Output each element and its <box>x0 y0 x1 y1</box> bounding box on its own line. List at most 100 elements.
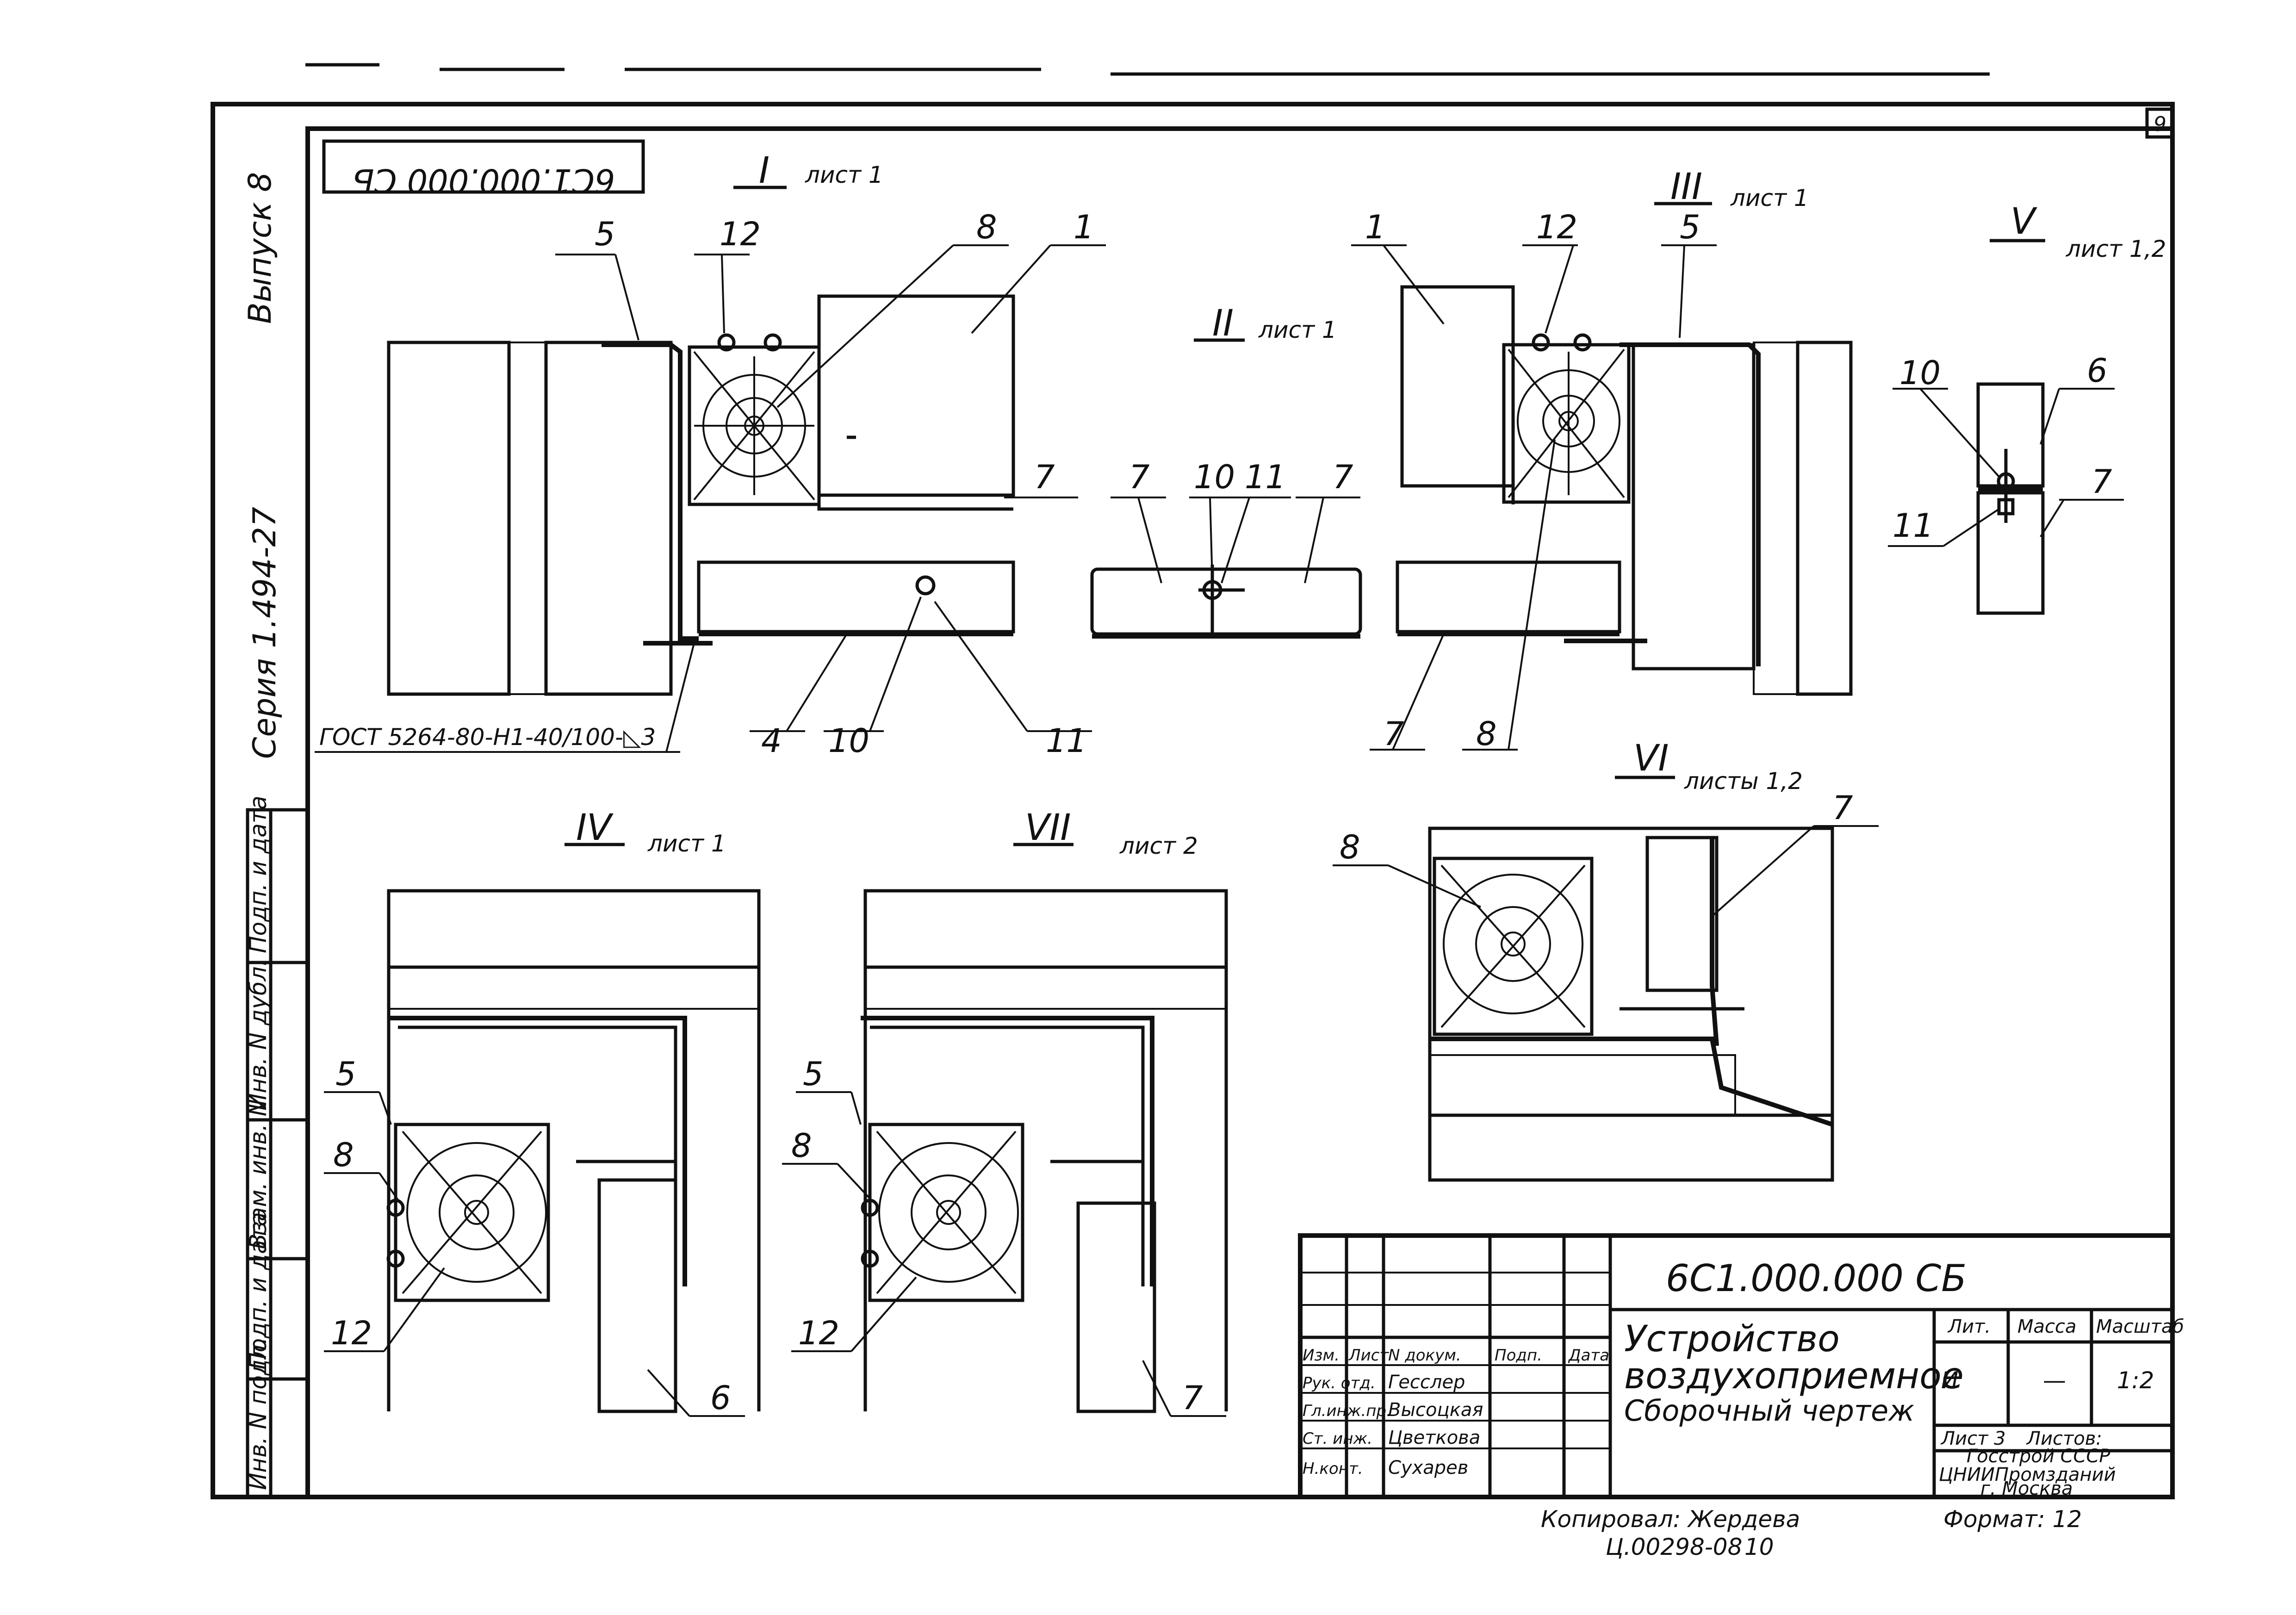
title-line-2: воздухоприемное <box>1624 1355 1964 1397</box>
weld-note: ГОСТ 5264-80-Н1-40/100-◺3 <box>319 724 656 751</box>
view-I-wall <box>387 341 511 696</box>
view-VI-title: VI <box>1633 738 1669 779</box>
v4-callout-5: 5 <box>335 1055 356 1093</box>
top-margin-lines <box>305 63 1990 76</box>
view-VII: VII лист 2 5 8 12 7 <box>782 807 1228 1417</box>
view-II-title: II <box>1212 303 1234 344</box>
th-list: Лист <box>1348 1346 1389 1365</box>
th-doc: N докум. <box>1388 1346 1461 1365</box>
view-I: I лист 1 5 12 <box>315 150 1106 760</box>
mass-value: — <box>2043 1367 2066 1394</box>
v1-callout-12: 12 <box>720 215 761 253</box>
edge-col-5: Подп. и дата <box>245 795 272 953</box>
order-number: Ц.00298-08 <box>1606 1534 1742 1560</box>
name-1: Гесслер <box>1388 1372 1465 1393</box>
org-line-1: Госстрой СССР <box>1967 1446 2110 1467</box>
v3-callout-8: 8 <box>1476 715 1497 753</box>
v1-callout-1: 1 <box>1074 208 1094 246</box>
v7-callout-5: 5 <box>803 1055 824 1093</box>
v4-callout-6: 6 <box>710 1379 731 1417</box>
copied-by: Копировал: Жердева <box>1541 1506 1800 1533</box>
v2-callout-11: 11 <box>1245 458 1286 496</box>
role-1: Рук. отд. <box>1303 1374 1376 1392</box>
v7-callout-12: 12 <box>798 1314 839 1352</box>
v5-callout-10: 10 <box>1899 354 1941 392</box>
v1-callout-10: 10 <box>828 722 869 760</box>
v6-callout-7: 7 <box>1832 789 1853 827</box>
v3-callout-7: 7 <box>1384 715 1404 753</box>
th-izm: Изм. <box>1303 1346 1340 1365</box>
view-I-title: I <box>759 150 769 192</box>
v2-callout-7b: 7 <box>1333 458 1353 496</box>
view-V-title: V <box>2011 201 2037 242</box>
th-sign: Подп. <box>1495 1346 1542 1365</box>
series-label: Серия 1.494-27 <box>247 507 283 759</box>
issue-label: Выпуск 8 <box>242 172 279 324</box>
view-VI: VI листы 1,2 8 7 <box>1333 738 1879 1182</box>
view-III-title: III <box>1670 166 1702 208</box>
v5-callout-7: 7 <box>2091 463 2112 501</box>
format-note: Формат: 12 <box>1943 1506 2082 1533</box>
v2-callout-10: 10 <box>1194 458 1235 496</box>
order-suffix: 10 <box>1744 1534 1774 1560</box>
v2-callout-7a: 7 <box>1129 458 1150 496</box>
v1-callout-5: 5 <box>595 215 615 253</box>
title-line-3: Сборочный чертеж <box>1624 1394 1914 1428</box>
v1-callout-4: 4 <box>761 722 782 760</box>
org-line-3: г. Москва <box>1980 1478 2073 1499</box>
v1-callout-11: 11 <box>1046 722 1087 760</box>
lit-header: Лит. <box>1947 1316 1991 1337</box>
lit-value: И <box>1941 1367 1958 1394</box>
inverted-code-box <box>322 139 645 194</box>
view-V: V лист 1,2 10 6 11 7 <box>1888 201 2166 615</box>
view-I-sheet: лист 1 <box>805 162 883 188</box>
sheet-number-box <box>2145 107 2174 139</box>
v3-callout-1: 1 <box>1365 208 1386 246</box>
title-block: 6С1.000.000 СБ Устройство воздухоприемно… <box>1298 1233 2184 1499</box>
scale-value: 1:2 <box>2117 1367 2154 1394</box>
v4-callout-12: 12 <box>331 1314 372 1352</box>
edge-col-2: Подп. и дата <box>245 1212 272 1370</box>
v4-callout-8: 8 <box>333 1136 354 1174</box>
v7-callout-7: 7 <box>1182 1379 1203 1417</box>
v3-callout-5: 5 <box>1680 208 1700 246</box>
v7-callout-8: 8 <box>791 1127 812 1165</box>
v6-callout-8: 8 <box>1340 828 1360 866</box>
view-IV-title: IV <box>576 807 614 849</box>
sheet-number: 9 <box>2153 112 2166 136</box>
sheet-label: Лист 3 <box>1940 1428 2006 1449</box>
view-V-sheet: лист 1,2 <box>2066 236 2166 262</box>
v5-callout-11: 11 <box>1893 507 1934 545</box>
v1-callout-8: 8 <box>976 208 997 246</box>
view-VI-sheet: листы 1,2 <box>1684 768 1803 795</box>
name-3: Цветкова <box>1388 1427 1480 1448</box>
v3-callout-12: 12 <box>1536 208 1577 246</box>
title-line-1: Устройство <box>1624 1318 1840 1360</box>
view-IV-sheet: лист 1 <box>647 830 726 857</box>
view-IV: IV лист 1 5 8 12 6 <box>324 807 761 1417</box>
mass-header: Масса <box>2017 1316 2077 1337</box>
name-2: Высоцкая <box>1388 1399 1483 1421</box>
view-VII-sheet: лист 2 <box>1119 832 1198 859</box>
view-II-sheet: лист 1 <box>1258 317 1337 343</box>
edge-col-4: Инв. N дубл. <box>245 959 272 1111</box>
edge-col-1: Инв. N подл. <box>245 1337 272 1490</box>
view-II: II лист 1 7 10 11 7 <box>1090 303 1362 639</box>
role-3: Ст. инж. <box>1303 1429 1372 1448</box>
sheets-label: Листов: <box>2026 1428 2102 1449</box>
view-III-sheet: лист 1 <box>1730 185 1809 211</box>
name-4: Сухарев <box>1388 1457 1468 1478</box>
org-line-2: ЦНИИПромзданий <box>1939 1464 2116 1485</box>
v1-callout-7: 7 <box>1034 458 1055 496</box>
view-III: III лист 1 1 12 5 7 8 <box>1351 166 1853 753</box>
edge-col-3: Взам. инв. N <box>245 1099 272 1249</box>
view-VII-title: VII <box>1025 807 1071 849</box>
edge-columns: Инв. N подл. Подп. и дата Взам. инв. N И… <box>245 795 310 1499</box>
role-2: Гл.инж.пр. <box>1303 1402 1391 1420</box>
inverted-code: 6С1.000.000 СБ <box>352 162 615 199</box>
role-4: Н.конт. <box>1303 1460 1363 1478</box>
title-designation: 6С1.000.000 СБ <box>1666 1257 1967 1300</box>
scale-header: Масштаб <box>2096 1316 2184 1337</box>
th-date: Дата <box>1568 1346 1609 1365</box>
